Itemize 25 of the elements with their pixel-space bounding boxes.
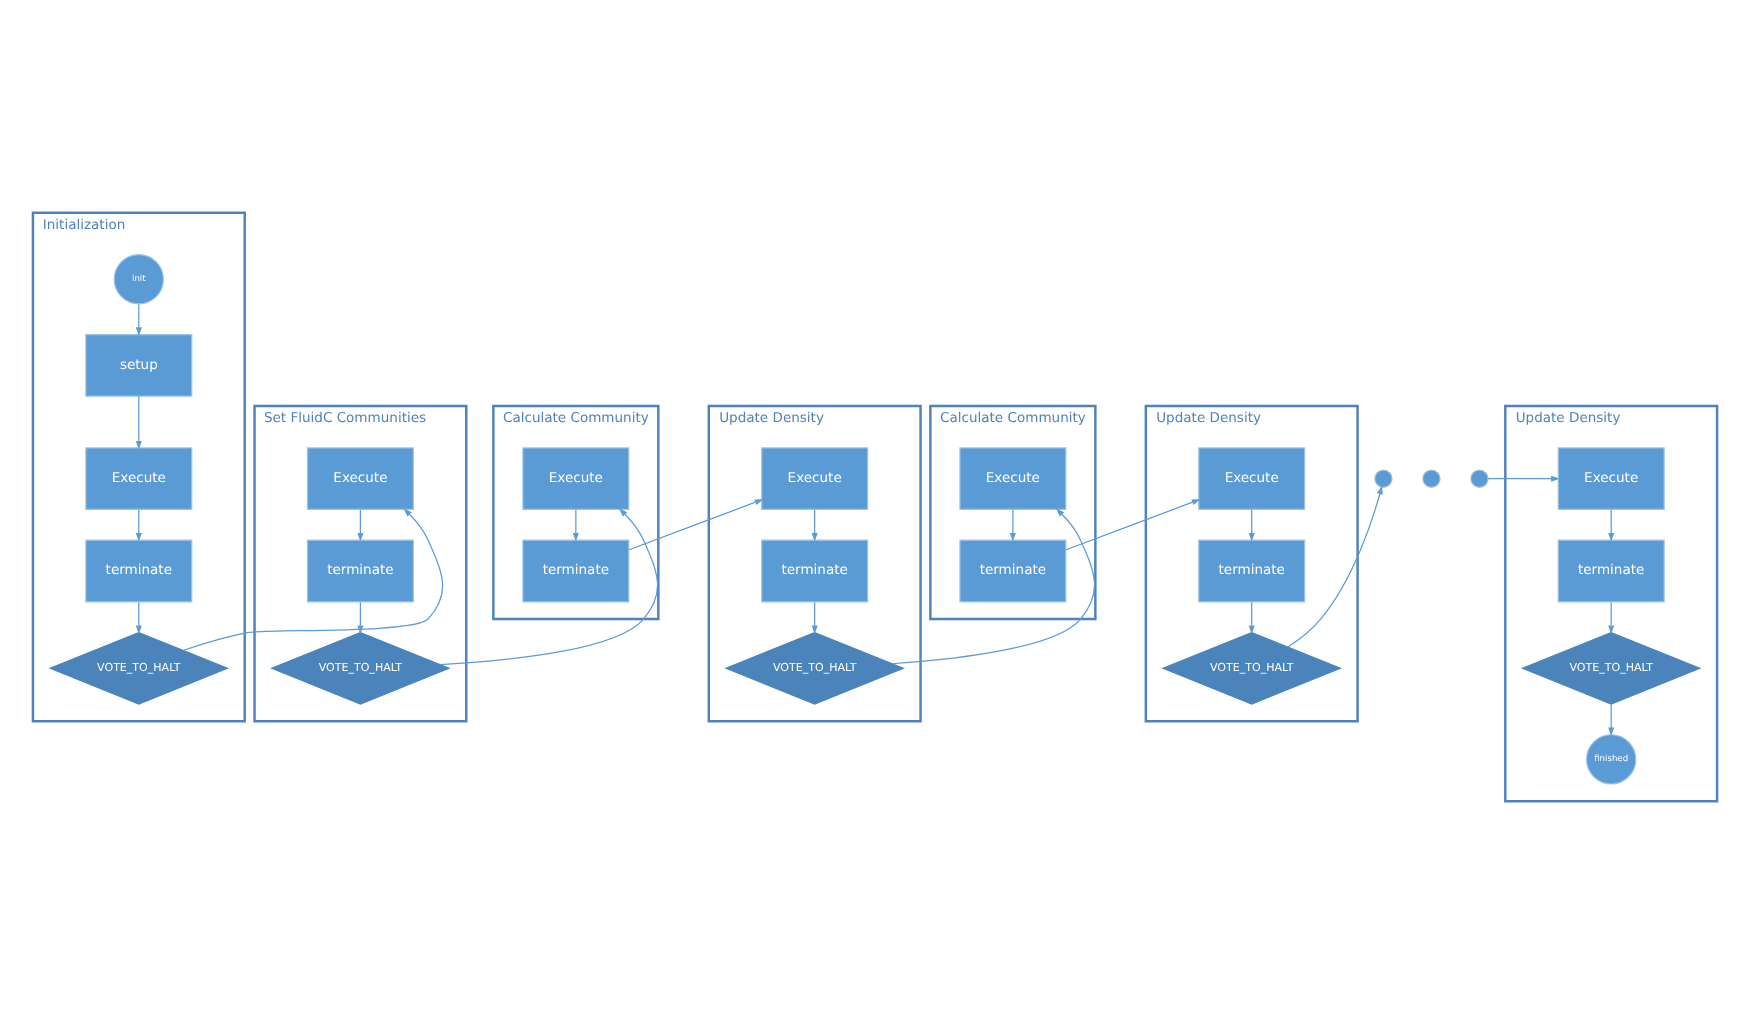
arrow xyxy=(1608,509,1615,542)
arrow xyxy=(1248,509,1255,542)
arrow xyxy=(135,601,142,635)
node-circle xyxy=(1422,469,1441,488)
node-circle xyxy=(1374,469,1393,488)
arrow xyxy=(811,601,818,635)
node-circle xyxy=(1470,469,1489,488)
arrow xyxy=(628,499,764,551)
arrow xyxy=(1287,485,1383,648)
arrow xyxy=(135,303,142,336)
arrow xyxy=(572,509,579,542)
arrow xyxy=(182,508,444,651)
arrow xyxy=(811,509,818,542)
arrow xyxy=(891,508,1096,665)
arrow xyxy=(1608,703,1615,737)
arrow xyxy=(1065,499,1201,551)
arrow xyxy=(1009,509,1016,542)
arrow xyxy=(357,601,364,635)
arrow xyxy=(439,508,659,666)
arrow xyxy=(357,509,364,542)
arrow xyxy=(135,395,142,450)
arrow xyxy=(1248,601,1255,635)
arrow xyxy=(135,509,142,542)
arrow xyxy=(1487,475,1560,482)
arrow xyxy=(1608,601,1615,635)
